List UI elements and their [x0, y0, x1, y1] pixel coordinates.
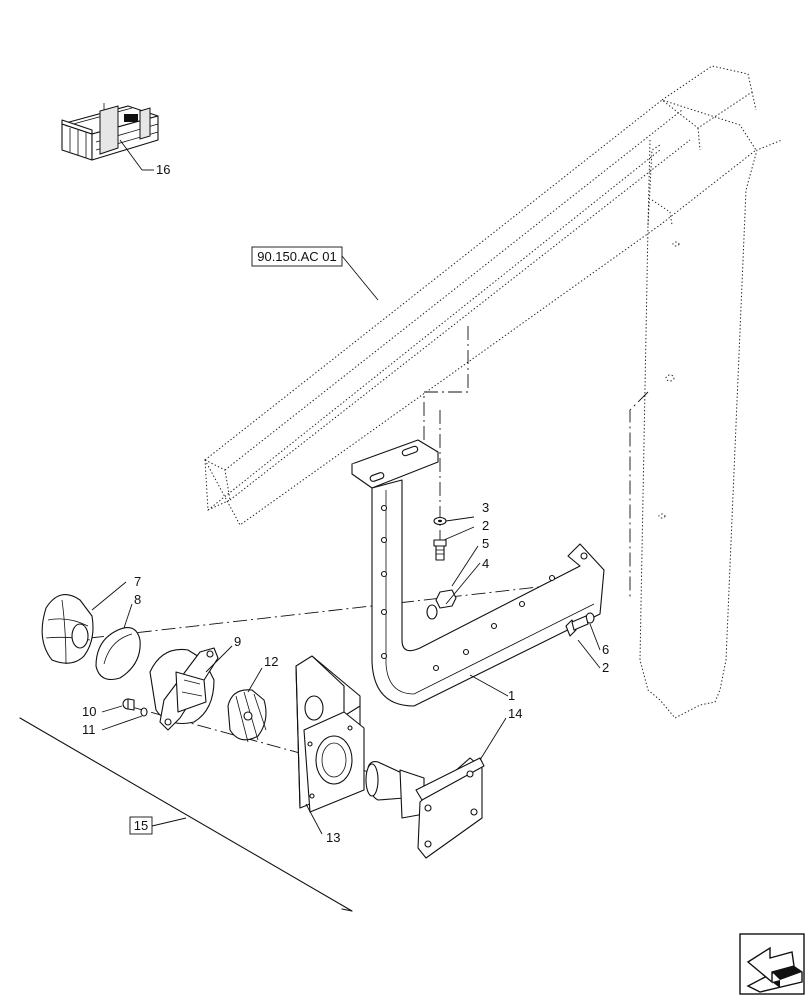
callout-10: 10 — [82, 704, 96, 719]
callout-5: 5 — [482, 536, 489, 551]
cap-gasket — [95, 603, 141, 681]
callout-11: 11 — [82, 722, 96, 737]
callout-9: 9 — [234, 634, 241, 649]
socket-mount-plate — [295, 655, 365, 835]
kit-reference-label: 15 — [134, 818, 148, 833]
plug-assembly — [365, 717, 507, 859]
previous-view-arrow-icon[interactable] — [739, 933, 805, 995]
phantom-frame — [204, 65, 783, 719]
callout-12: 12 — [264, 654, 278, 669]
callout-7: 7 — [134, 574, 141, 589]
callout-8: 8 — [134, 592, 141, 607]
small-screw — [101, 698, 148, 731]
callout-4: 4 — [482, 556, 489, 571]
callout-3: 3 — [482, 500, 489, 515]
section-reference-label: 90.150.AC 01 — [257, 249, 337, 264]
terminal-insert — [227, 667, 267, 743]
kit-bracket-line — [19, 717, 353, 912]
mounting-bracket — [351, 439, 605, 707]
kit-reference-box[interactable]: 15 — [129, 816, 187, 835]
callout-2a: 2 — [482, 518, 489, 533]
plug-cap — [41, 581, 127, 665]
callout-1: 1 — [508, 688, 515, 703]
section-reference-box[interactable]: 90.150.AC 01 — [251, 246, 379, 301]
callout-14: 14 — [508, 706, 522, 721]
callout-13: 13 — [326, 830, 340, 845]
callout-labels: 16 3 2 5 4 6 2 1 7 8 9 12 10 11 14 13 — [82, 162, 609, 845]
kit-bracket-end — [341, 908, 353, 912]
crate-icon — [61, 103, 159, 171]
socket-housing — [149, 645, 233, 731]
fasteners — [426, 516, 601, 669]
callout-16: 16 — [156, 162, 170, 177]
callout-2b: 2 — [602, 660, 609, 675]
callout-6: 6 — [602, 642, 609, 657]
